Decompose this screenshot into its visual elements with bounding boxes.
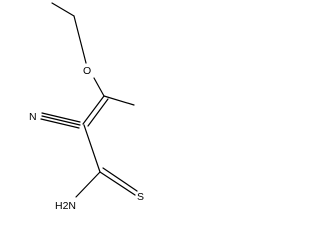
sulfur-label: S [137, 191, 144, 203]
bond-thione-inner [102, 167, 138, 192]
oxygen-label: O [83, 65, 91, 77]
bond-nitrile-triple-2 [41, 115, 81, 126]
bond-alkene-carbon-methyl [103, 95, 135, 106]
bond-nitrile-triple-1 [41, 112, 81, 123]
bond-nitrile-triple-3 [40, 118, 80, 129]
bond-ethyl-ch2-oxygen [73, 15, 87, 64]
bond-alkene-thioamide-carbon [83, 124, 101, 173]
chemical-structure-diagram: O N S H2N [29, 2, 144, 212]
bond-ethyl-ch3-ch2 [51, 2, 75, 17]
amine-label: H2N [55, 200, 76, 212]
bond-thione-outer [99, 171, 136, 196]
bond-thioamide-carbon-amine [75, 171, 101, 198]
bond-alkene-double-inner [87, 98, 109, 127]
bond-oxygen-alkene-carbon [93, 77, 105, 97]
nitrile-nitrogen-label: N [29, 111, 37, 123]
bond-alkene-double-outer [82, 95, 105, 125]
